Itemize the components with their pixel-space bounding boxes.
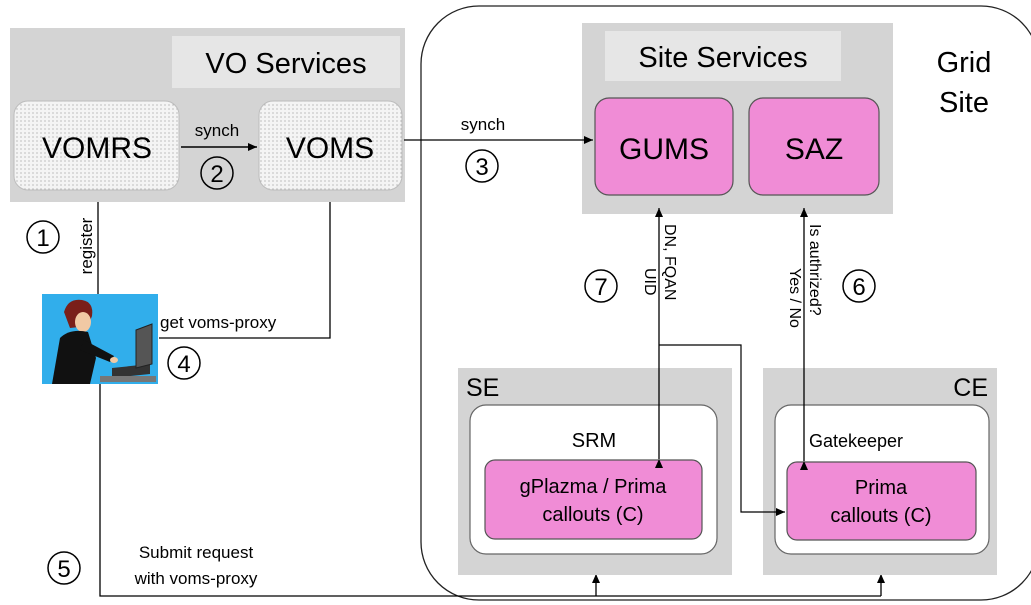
- ce-callout-box: [786, 461, 977, 541]
- submit-request-line2: with voms-proxy: [134, 569, 258, 588]
- site-services-panel: Site Services GUMS SAZ: [582, 23, 893, 214]
- step-2-number: 2: [210, 161, 223, 188]
- gums-link-line2: UID: [641, 268, 658, 296]
- step-3-marker: [465, 149, 499, 183]
- se-panel: SE SRM gPlazma / Prima callouts (C): [458, 368, 732, 575]
- ce-callout-line2: callouts (C): [830, 505, 931, 527]
- internal-synch-label: synch: [195, 121, 239, 140]
- saz-link-line1: Is authrized?: [806, 224, 823, 316]
- vo-services-panel: VO Services VOMRS VOMS synch 2: [10, 28, 405, 202]
- saz-link-line2: Yes / No: [786, 268, 803, 328]
- grid-site-title-line2: Site: [939, 87, 989, 119]
- get-voms-proxy-line: [159, 202, 331, 339]
- grid-site-title-line1: Grid: [937, 47, 992, 79]
- step-1-marker: [26, 220, 60, 254]
- step-5-number: 5: [57, 556, 70, 583]
- voms-label: VOMS: [286, 132, 374, 165]
- saz-box: [748, 97, 880, 196]
- vo-services-title: VO Services: [205, 48, 366, 80]
- ce-title: CE: [953, 374, 988, 402]
- step-6-number: 6: [852, 274, 865, 301]
- srm-label: SRM: [572, 430, 616, 452]
- vomrs-box: [13, 100, 180, 191]
- step-3-number: 3: [475, 154, 488, 181]
- se-callout-box: [484, 459, 703, 540]
- submit-request-line: [99, 384, 881, 597]
- ce-panel: CE Gatekeeper Prima callouts (C): [763, 368, 997, 575]
- register-label: register: [77, 217, 96, 274]
- gums-box: [594, 97, 734, 196]
- vo-services-title-box: [172, 36, 400, 88]
- gums-label: GUMS: [619, 133, 709, 166]
- step-4-marker: [167, 346, 201, 380]
- external-synch-label: synch: [461, 115, 505, 134]
- step-5-marker: [47, 551, 81, 585]
- step-1-number: 1: [36, 225, 49, 252]
- site-services-title: Site Services: [638, 42, 807, 74]
- get-voms-proxy-label: get voms-proxy: [160, 313, 277, 332]
- se-callout-line2: callouts (C): [542, 504, 643, 526]
- user-at-computer-icon: [42, 294, 158, 384]
- step-4-number: 4: [177, 351, 190, 378]
- ce-callout-line1: Prima: [855, 477, 908, 499]
- site-services-title-box: [605, 31, 841, 81]
- step-7-number: 7: [594, 274, 607, 301]
- step-2-marker: [200, 156, 234, 190]
- step-6-marker: [842, 269, 876, 303]
- gums-ce-arrow: [659, 344, 785, 516]
- step-7-marker: [584, 269, 618, 303]
- vomrs-label: VOMRS: [42, 132, 152, 165]
- saz-label: SAZ: [785, 133, 843, 166]
- submit-request-line1: Submit request: [139, 543, 254, 562]
- se-callout-line1: gPlazma / Prima: [520, 476, 668, 498]
- gums-link-line1: DN, FQAN: [661, 224, 678, 300]
- voms-box: [258, 100, 403, 191]
- se-title: SE: [466, 374, 499, 402]
- gatekeeper-label: Gatekeeper: [809, 431, 903, 451]
